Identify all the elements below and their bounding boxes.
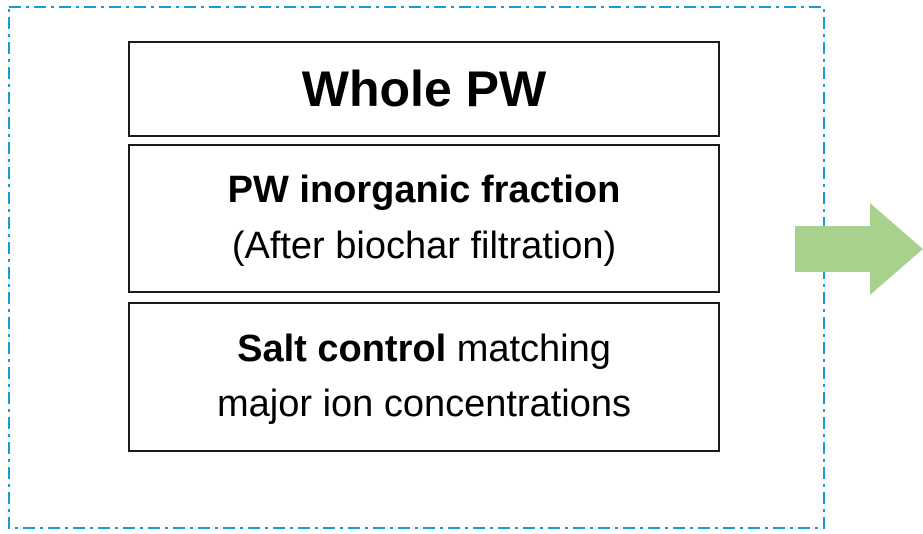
inorganic-fraction-subtitle: (After biochar filtration) xyxy=(231,224,617,267)
right-arrow-icon xyxy=(795,203,923,295)
inorganic-fraction-title: PW inorganic fraction xyxy=(227,169,621,212)
whole-pw-box: Whole PW xyxy=(128,41,720,137)
inorganic-fraction-box: PW inorganic fraction (After biochar fil… xyxy=(128,144,720,293)
whole-pw-label: Whole PW xyxy=(301,60,547,117)
salt-control-bold: Salt control xyxy=(237,327,447,370)
salt-control-line-1: Salt control matching xyxy=(237,322,611,377)
right-arrow-shape xyxy=(795,203,923,295)
salt-control-box: Salt control matching major ion concentr… xyxy=(128,302,720,452)
salt-control-line-2: major ion concentrations xyxy=(217,383,631,425)
salt-control-rest: matching xyxy=(446,327,611,370)
